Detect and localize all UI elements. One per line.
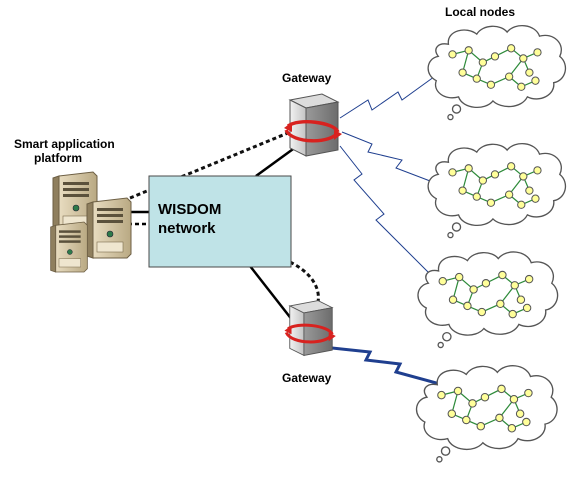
- cloud-icon: [427, 142, 567, 239]
- local-nodes-label: Local nodes: [445, 5, 515, 19]
- network-label-line2: network: [158, 220, 216, 237]
- wisdom-network-box: [148, 175, 292, 268]
- local-node-clouds: [415, 24, 567, 463]
- radio-link-4: [331, 346, 441, 386]
- gateway-label-top: Gateway: [282, 71, 332, 85]
- gateway-label-bottom: Gateway: [282, 371, 332, 385]
- server-icon: [50, 221, 88, 273]
- cloud-icon: [415, 365, 558, 463]
- platform-label-line2: platform: [34, 151, 82, 165]
- smart-application-platform: [50, 171, 132, 273]
- gateway-icon: [282, 299, 338, 357]
- platform-label-line1: Smart application: [14, 137, 115, 151]
- radio-link-1: [339, 73, 439, 119]
- gateway-icon: [282, 92, 344, 158]
- server-icon: [86, 197, 132, 259]
- network-label-line1: WISDOM: [158, 201, 221, 218]
- cloud-icon: [417, 251, 559, 349]
- radio-link-2: [341, 131, 439, 185]
- cloud-icon: [427, 24, 567, 121]
- radio-link-3: [339, 145, 433, 277]
- dashed-link-bottom-gateway: [289, 260, 320, 309]
